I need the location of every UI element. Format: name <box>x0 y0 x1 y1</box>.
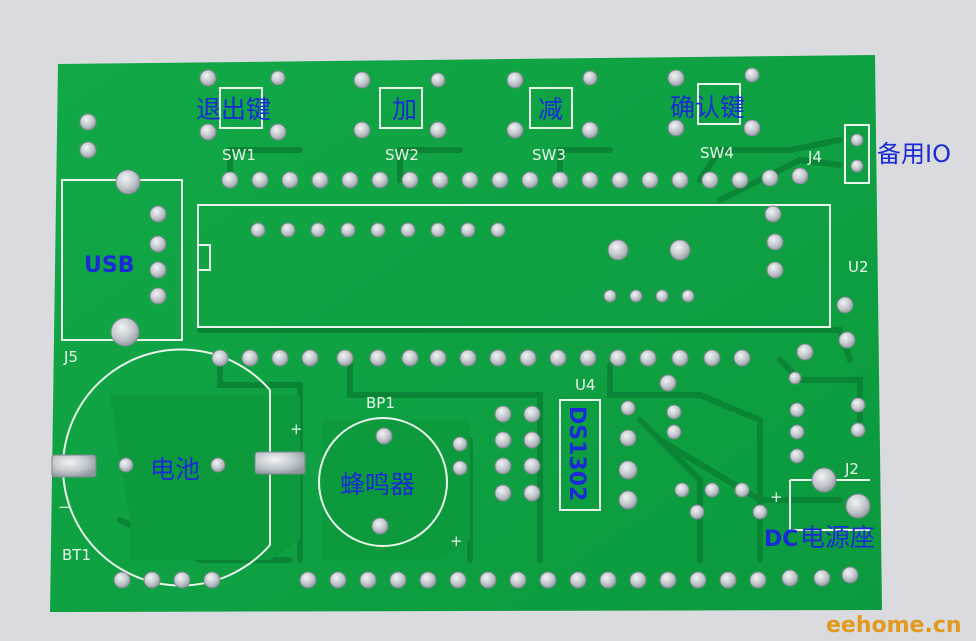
silk-j5: J5 <box>63 348 78 366</box>
battery-copper-pour <box>110 395 300 560</box>
label-usb: USB <box>84 253 134 278</box>
label-confirm-key: 确认键 <box>670 93 745 122</box>
silk-u4: U4 <box>575 376 596 394</box>
silk-battery-minus: − <box>58 498 71 516</box>
silk-sw3: SW3 <box>532 146 566 164</box>
label-increase: 加 <box>392 95 417 124</box>
silk-u2: U2 <box>848 258 869 276</box>
silk-buzzer-plus: + <box>450 532 463 550</box>
label-battery: 电池 <box>150 455 200 484</box>
label-decrease: 减 <box>538 95 563 124</box>
silk-sw4: SW4 <box>700 144 734 162</box>
watermark-eehome: eehome.cn <box>826 613 962 638</box>
silk-battery-plus: + <box>290 420 303 438</box>
label-spare-io: 备用IO <box>877 140 951 168</box>
silk-sw1: SW1 <box>222 146 256 164</box>
label-dc-prefix: DC <box>764 527 798 552</box>
silk-bp1: BP1 <box>366 394 395 412</box>
silk-j2: J2 <box>844 460 859 478</box>
label-dc-socket: 电源座 <box>800 523 875 552</box>
solder-pads <box>51 67 871 589</box>
silk-j4: J4 <box>807 148 822 166</box>
silk-sw2: SW2 <box>385 146 419 164</box>
label-buzzer: 蜂鸣器 <box>340 470 415 499</box>
label-exit-key: 退出键 <box>196 95 271 124</box>
silk-bt1: BT1 <box>62 546 91 564</box>
silk-dc-plus: + <box>770 488 783 506</box>
label-ds1302: DS1302 <box>564 406 589 501</box>
buzzer-copper-pour <box>322 420 470 560</box>
